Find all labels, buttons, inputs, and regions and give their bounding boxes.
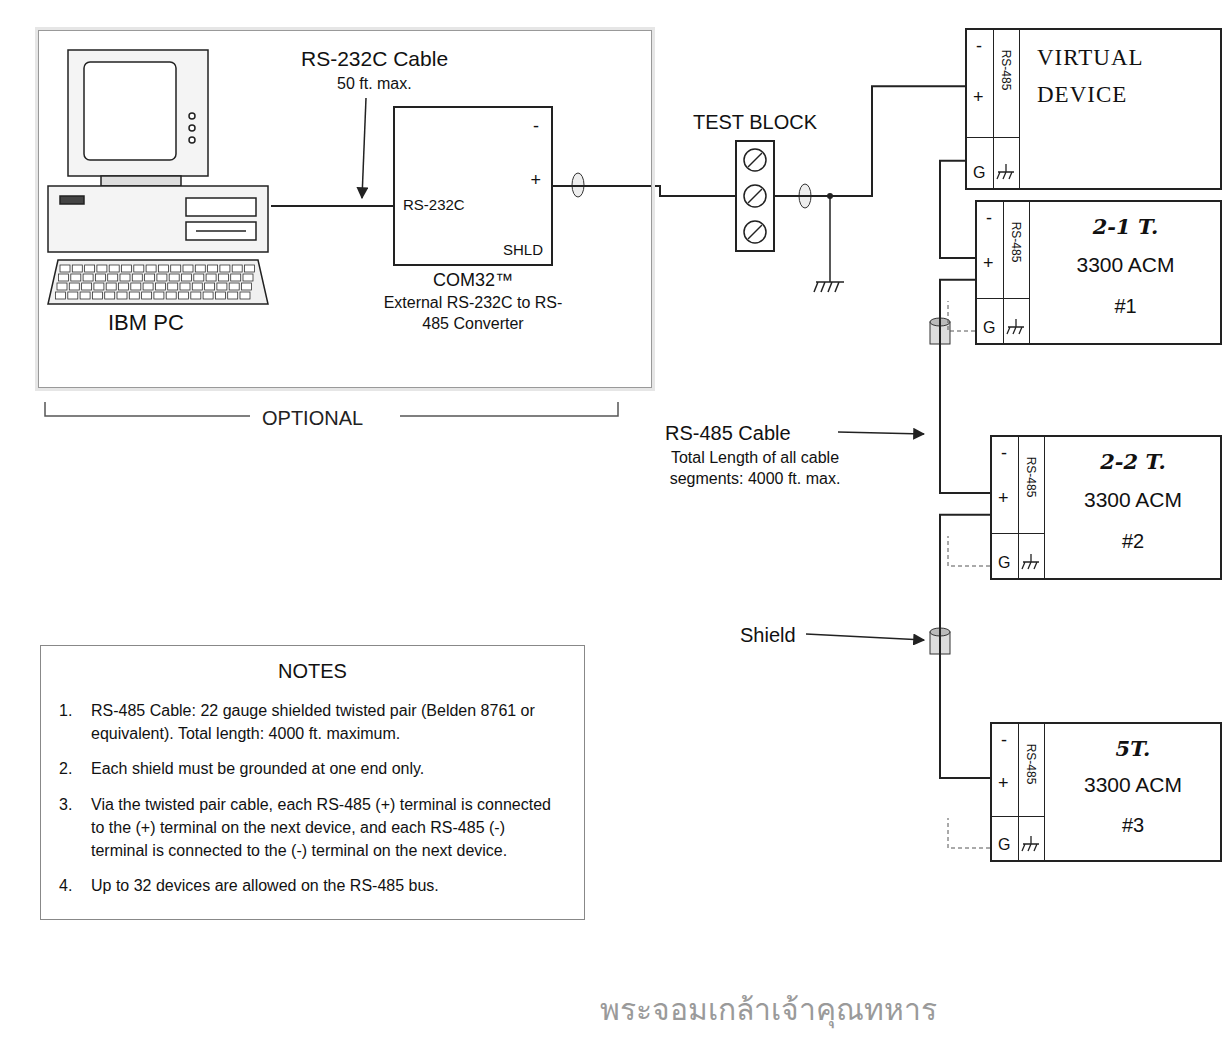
pin-label: G xyxy=(983,319,995,337)
cable-connector xyxy=(940,515,990,778)
device-model: 3300 ACM xyxy=(1033,253,1218,277)
divider-line xyxy=(1019,30,1020,188)
device-tag: 2-2 T. xyxy=(1048,449,1218,474)
device-box: - + G RS-485 2-1 T. 3300 ACM #1 xyxy=(975,200,1222,345)
divider-line xyxy=(1018,437,1019,578)
note-row: 1.RS-485 Cable: 22 gauge shielded twiste… xyxy=(59,699,566,745)
device-box: - + G RS-485 2-2 T. 3300 ACM #2 xyxy=(990,435,1222,580)
device-name: VIRTUAL DEVICE xyxy=(1037,40,1187,114)
leader-arrow xyxy=(362,98,366,198)
port-label: RS-232C xyxy=(403,196,465,213)
pin-label: SHLD xyxy=(503,241,543,258)
note-number: 4. xyxy=(59,874,91,897)
bus-label: RS-485 xyxy=(1024,744,1038,785)
device-number: #3 xyxy=(1048,814,1218,837)
pin-label: - xyxy=(976,36,982,57)
note-text: Via the twisted pair cable, each RS-485 … xyxy=(91,793,566,863)
screw-terminals xyxy=(737,142,773,250)
divider-line xyxy=(1029,202,1030,343)
leader-arrow xyxy=(806,634,924,640)
note-text: Each shield must be grounded at one end … xyxy=(91,757,566,780)
device-model: 3300 ACM xyxy=(1048,488,1218,512)
block-label: TEST BLOCK xyxy=(693,111,817,134)
leader-arrow xyxy=(838,432,924,434)
cable-connector xyxy=(775,86,965,196)
note-text: RS-485 Cable: 22 gauge shielded twisted … xyxy=(91,699,566,745)
shield-drain-wire xyxy=(948,818,990,848)
device-caption: External RS-232C to RS-485 Converter xyxy=(378,293,568,335)
device-box: - + G RS-485 VIRTUAL DEVICE xyxy=(965,28,1222,190)
ground-symbol xyxy=(1020,552,1042,572)
device-number: #2 xyxy=(1048,530,1218,553)
divider-line xyxy=(992,533,1044,534)
device-box: - + G RS-485 5T. 3300 ACM #3 xyxy=(990,722,1222,862)
pin-label: + xyxy=(983,253,994,274)
device-tag: 2-1 T. xyxy=(1033,214,1218,239)
computer-box: IBM PC xyxy=(46,46,271,338)
cable-label: RS-485 Cable xyxy=(665,420,791,446)
pin-label: + xyxy=(998,773,1009,794)
pin-label: - xyxy=(1001,730,1007,751)
shield-label: Shield xyxy=(740,622,796,648)
bus-label: RS-485 xyxy=(999,50,1013,91)
shield-drain-wire xyxy=(948,301,975,331)
device-name: COM32™ xyxy=(350,270,596,291)
pin-label: - xyxy=(986,208,992,229)
bus-label: RS-485 xyxy=(1009,222,1023,263)
ground-symbol xyxy=(1005,317,1027,337)
test-block: TEST BLOCK xyxy=(735,140,775,252)
computer-label: IBM PC xyxy=(108,310,184,336)
bracket-label: OPTIONAL xyxy=(262,405,363,431)
note-number: 2. xyxy=(59,757,91,780)
optional-bracket xyxy=(400,402,618,416)
divider-line xyxy=(1003,202,1004,343)
notes-title: NOTES xyxy=(59,660,566,683)
optional-panel: IBM PC - + RS-232C SHLD COM32™External RS-232… xyxy=(38,30,652,388)
converter-box: -+RS-232CSHLDCOM32™External RS-232C to R… xyxy=(393,106,553,266)
pin-label: + xyxy=(530,170,541,191)
divider-line xyxy=(993,30,994,188)
divider-line xyxy=(1044,724,1045,860)
pin-label: + xyxy=(973,87,984,108)
divider-line xyxy=(967,137,1019,138)
cable-label: RS-232C Cable xyxy=(301,47,448,71)
watermark: พระจอมเกล้าเจ้าคุณทหาร xyxy=(600,990,937,1029)
device-model: 3300 ACM xyxy=(1048,773,1218,797)
note-number: 3. xyxy=(59,793,91,863)
shield-drain-wire xyxy=(948,536,990,566)
notes-box: NOTES 1.RS-485 Cable: 22 gauge shielded t… xyxy=(40,645,585,920)
pin-label: G xyxy=(973,164,985,182)
cable-connector xyxy=(553,186,735,196)
ground-symbol xyxy=(995,162,1017,182)
divider-line xyxy=(1044,437,1045,578)
note-row: 2.Each shield must be grounded at one en… xyxy=(59,757,566,780)
pin-label: G xyxy=(998,554,1010,572)
pin-label: - xyxy=(533,116,539,137)
ground-symbol xyxy=(1020,834,1042,854)
caption-group: COM32™External RS-232C to RS-485 Convert… xyxy=(350,270,596,335)
cable-note: Total Length of all cable segments: 4000… xyxy=(660,448,850,490)
cable-connector xyxy=(271,205,393,207)
device-tag: 5T. xyxy=(1048,736,1218,761)
ground-wire xyxy=(829,196,831,282)
optional-bracket xyxy=(45,402,250,416)
ground-symbol xyxy=(814,282,844,292)
divider-line xyxy=(977,298,1029,299)
divider-line xyxy=(992,816,1044,817)
divider-line xyxy=(1018,724,1019,860)
device-number: #1 xyxy=(1033,295,1218,318)
pin-label: + xyxy=(998,488,1009,509)
note-text: Up to 32 devices are allowed on the RS-4… xyxy=(91,874,566,897)
note-row: 3.Via the twisted pair cable, each RS-48… xyxy=(59,793,566,863)
pc-illustration xyxy=(46,46,271,308)
pin-label: - xyxy=(1001,443,1007,464)
cable-length: 50 ft. max. xyxy=(337,75,412,93)
note-number: 1. xyxy=(59,699,91,745)
note-row: 4.Up to 32 devices are allowed on the RS… xyxy=(59,874,566,897)
bus-label: RS-485 xyxy=(1024,457,1038,498)
pin-label: G xyxy=(998,836,1010,854)
